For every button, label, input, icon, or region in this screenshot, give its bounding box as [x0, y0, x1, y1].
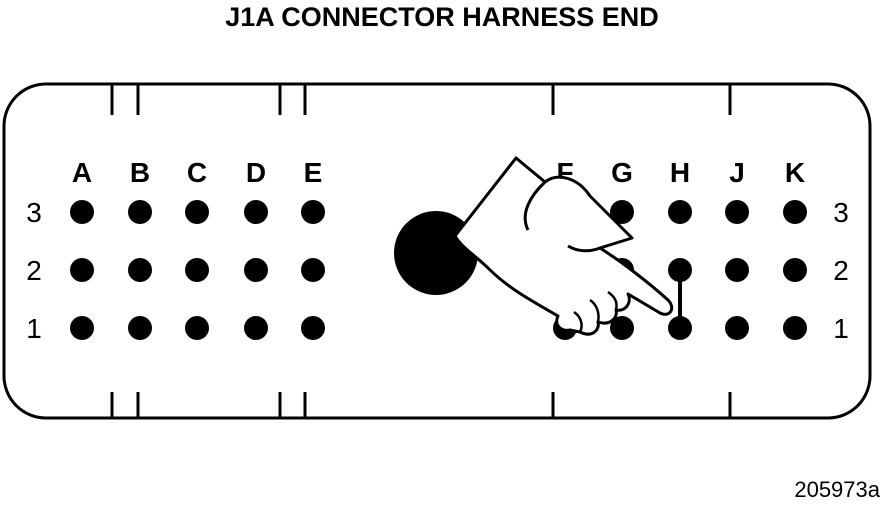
column-label-g: G — [611, 157, 633, 188]
pin-h1 — [668, 316, 692, 340]
pin-c3 — [185, 200, 209, 224]
figure-number: 205973a — [794, 477, 880, 502]
pin-e3 — [301, 200, 325, 224]
pin-k3 — [783, 200, 807, 224]
column-label-a: A — [72, 157, 92, 188]
pin-d2 — [244, 258, 268, 282]
pin-a3 — [70, 200, 94, 224]
pin-g3 — [610, 200, 634, 224]
pin-g1 — [610, 316, 634, 340]
pin-b2 — [128, 258, 152, 282]
column-label-c: C — [187, 157, 207, 188]
pin-b1 — [128, 316, 152, 340]
connector-pins — [70, 200, 807, 340]
pin-h3 — [668, 200, 692, 224]
row-label-left-3: 3 — [26, 197, 42, 228]
column-label-b: B — [130, 157, 150, 188]
pin-b3 — [128, 200, 152, 224]
pin-a1 — [70, 316, 94, 340]
bottom-keyway-ticks — [110, 392, 732, 418]
top-keyway-ticks — [110, 84, 732, 115]
pin-k2 — [783, 258, 807, 282]
pointing-hand-icon — [453, 156, 674, 336]
row-label-right-1: 1 — [833, 313, 849, 344]
pin-d3 — [244, 200, 268, 224]
pin-c2 — [185, 258, 209, 282]
pin-e2 — [301, 258, 325, 282]
column-label-h: H — [670, 157, 690, 188]
row-label-right-3: 3 — [833, 197, 849, 228]
row-label-right-2: 2 — [833, 255, 849, 286]
pin-d1 — [244, 316, 268, 340]
column-label-k: K — [785, 157, 805, 188]
pin-j3 — [725, 200, 749, 224]
pin-j1 — [725, 316, 749, 340]
column-label-e: E — [304, 157, 323, 188]
row-labels: 3 3 2 2 1 1 — [26, 197, 849, 344]
diagram-title: J1A CONNECTOR HARNESS END — [225, 2, 659, 32]
pin-a2 — [70, 258, 94, 282]
pin-j2 — [725, 258, 749, 282]
connector-outline — [2, 82, 872, 420]
row-label-left-1: 1 — [26, 313, 42, 344]
column-label-j: J — [729, 157, 745, 188]
pin-k1 — [783, 316, 807, 340]
row-label-left-2: 2 — [26, 255, 42, 286]
pin-e1 — [301, 316, 325, 340]
pin-c1 — [185, 316, 209, 340]
column-label-d: D — [246, 157, 266, 188]
